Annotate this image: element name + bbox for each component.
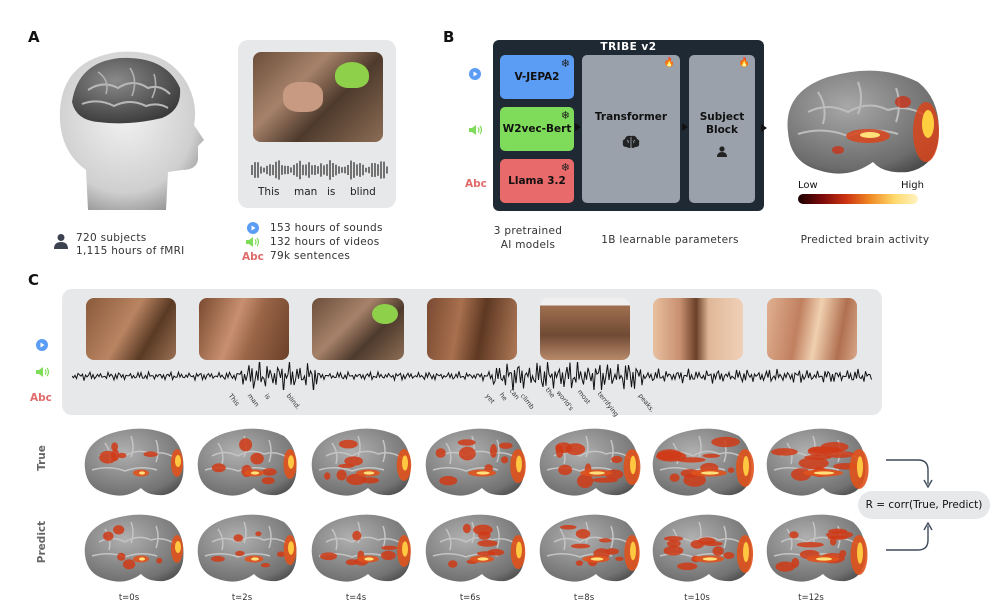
video-frame	[653, 298, 743, 360]
arrow-icon	[575, 123, 581, 131]
transformer-block: Transformer 🔥	[582, 55, 680, 203]
timepoint-label: t=8s	[573, 593, 595, 603]
stat-videos: 132 hours of videos	[270, 236, 380, 248]
sound-icon	[247, 222, 259, 234]
head-with-brain-illustration	[59, 51, 204, 210]
transcript-word: is	[327, 186, 336, 198]
frozen-snowflake-icon: ❄	[560, 57, 570, 70]
fmri-hours: 1,115 hours of fMRI	[76, 245, 185, 257]
frozen-snowflake-icon: ❄	[560, 109, 570, 122]
subjects-count: 720 subjects	[76, 232, 147, 244]
caption-predicted-activity: Predicted brain activity	[800, 234, 930, 246]
caption-models-line2: AI models	[500, 239, 556, 251]
transcript-word: blind	[350, 186, 376, 198]
predicted-brain-image	[534, 509, 642, 591]
video-frame	[767, 298, 857, 360]
true-brain-image	[192, 423, 300, 505]
person-icon	[54, 234, 68, 249]
caption-parameters: 1B learnable parameters	[601, 234, 739, 246]
video-frame	[199, 298, 289, 360]
panel-a-label: A	[28, 28, 40, 46]
true-brain-image	[647, 423, 755, 505]
stat-sentences: 79k sentences	[270, 250, 351, 262]
true-brain-image	[534, 423, 642, 505]
panel-b-label: B	[443, 28, 455, 46]
trainable-flame-icon: 🔥	[738, 58, 750, 68]
sound-icon	[36, 339, 48, 351]
predicted-brain-image	[306, 509, 414, 591]
video-icon	[469, 125, 483, 135]
encoder-label: Llama 3.2	[508, 175, 566, 187]
row-label-predict: Predict	[36, 520, 48, 564]
video-icon	[36, 367, 50, 377]
panel-c-label: C	[28, 271, 40, 289]
true-brain-image	[306, 423, 414, 505]
colorbar-high-label: High	[901, 180, 924, 191]
subject-block: Subject Block 🔥	[689, 55, 755, 203]
predicted-brain-image	[420, 509, 528, 591]
subject-block-label-1: Subject	[699, 111, 745, 123]
predicted-brain-image	[787, 70, 939, 174]
video-frame	[86, 298, 176, 360]
video-icon	[246, 237, 260, 247]
true-brain-image	[79, 423, 187, 505]
transcript-word: man	[294, 186, 318, 198]
predicted-brain-image	[761, 509, 869, 591]
text-icon: Abc	[30, 392, 52, 404]
sound-icon	[469, 68, 481, 80]
correlation-formula: R = corr(True, Predict)	[858, 491, 990, 519]
video-frame	[427, 298, 517, 360]
encoder-label: V-JEPA2	[514, 71, 560, 83]
colorbar	[798, 194, 918, 204]
subject-block-label-2: Block	[705, 124, 739, 136]
timepoint-label: t=2s	[231, 593, 253, 603]
person-icon	[717, 146, 727, 157]
video-frame-climber	[253, 52, 383, 142]
predicted-brain-image	[647, 509, 755, 591]
correlation-arrows	[886, 459, 933, 551]
timepoint-label: t=4s	[345, 593, 367, 603]
timepoint-label: t=12s	[798, 593, 824, 603]
encoder-w2vec-bert: W2vec-Bert ❄	[500, 107, 574, 151]
encoder-llama: Llama 3.2 ❄	[500, 159, 574, 203]
encoder-vjepa2: V-JEPA2 ❄	[500, 55, 574, 99]
trainable-flame-icon: 🔥	[663, 58, 675, 68]
caption-models-line1: 3 pretrained	[493, 225, 563, 237]
audio-waveform	[72, 362, 872, 390]
brain-icon	[622, 135, 640, 148]
text-icon: Abc	[242, 251, 264, 263]
video-frame	[540, 298, 630, 360]
timepoint-label: t=0s	[118, 593, 140, 603]
predicted-brain-image	[79, 509, 187, 591]
row-label-true: True	[36, 445, 48, 471]
arrow-icon	[682, 123, 688, 131]
predicted-brain-image	[192, 509, 300, 591]
tribe-title: TRIBE v2	[600, 41, 657, 53]
transformer-label: Transformer	[594, 111, 668, 123]
frozen-snowflake-icon: ❄	[560, 161, 570, 174]
timepoint-label: t=10s	[684, 593, 710, 603]
video-frame	[312, 298, 404, 360]
audio-waveform-small	[251, 160, 388, 180]
stat-sounds: 153 hours of sounds	[270, 222, 383, 234]
text-icon: Abc	[465, 178, 487, 190]
transcript-word: This	[258, 186, 280, 198]
arrow-icon	[761, 124, 767, 132]
true-brain-image	[761, 423, 869, 505]
colorbar-low-label: Low	[798, 180, 818, 191]
timepoint-label: t=6s	[459, 593, 481, 603]
true-brain-image	[420, 423, 528, 505]
encoder-label: W2vec-Bert	[502, 123, 572, 135]
